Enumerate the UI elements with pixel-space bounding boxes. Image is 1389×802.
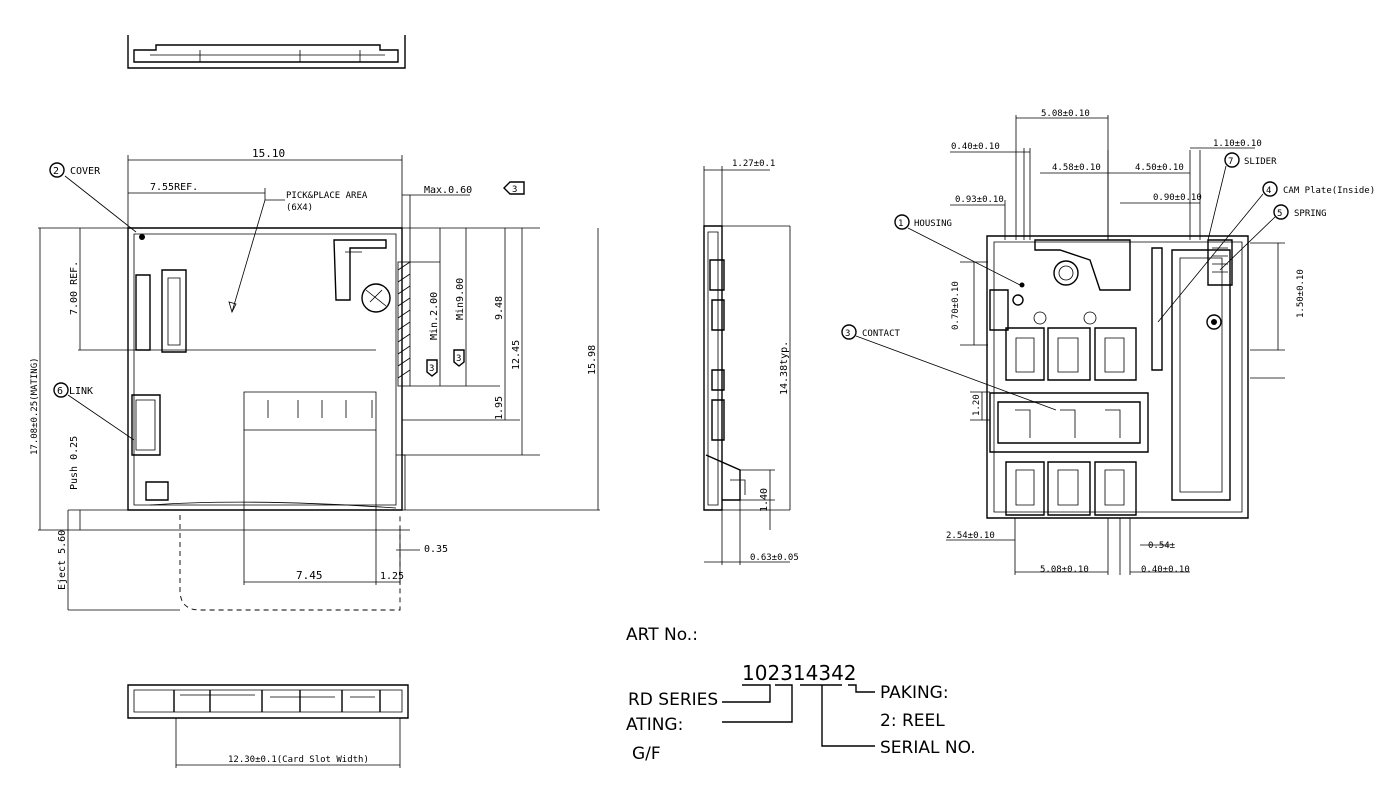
- dim-push: Push 0.25: [69, 436, 80, 490]
- dim-195: 1.95: [494, 396, 505, 420]
- flag-3: 3: [456, 354, 461, 364]
- cam-num: 4: [1266, 186, 1271, 196]
- dim-eject: Eject 5.60: [57, 530, 68, 590]
- dim-1598: 15.98: [587, 345, 598, 375]
- dim-040-top: 0.40±0.10: [951, 142, 1000, 152]
- pick-place-sub: (6X4): [286, 203, 313, 213]
- spring-num: 5: [1277, 209, 1282, 219]
- dim-090: 0.90±0.10: [1153, 193, 1202, 203]
- packing-label: PAKING:: [880, 683, 949, 703]
- dim-120: 1.20: [972, 394, 982, 416]
- right-bottom-view-labels: 5.08±0.10 0.40±0.10 1.10±0.10 4.58±0.10 …: [841, 109, 1375, 575]
- dim-1245: 12.45: [511, 340, 522, 370]
- top-profile-view: [127, 35, 406, 69]
- slider-label: SLIDER: [1244, 157, 1277, 167]
- dim-040-bot: 0.40±0.10: [1141, 565, 1190, 575]
- dim-093: 0.93±0.10: [955, 195, 1004, 205]
- dim-054: 0.54±: [1148, 541, 1176, 551]
- plating-label: ATING:: [626, 715, 683, 735]
- dim-max-height: Max.0.60: [424, 185, 472, 196]
- cover-num: 2: [53, 166, 59, 177]
- serial-label: SERIAL NO.: [880, 738, 976, 758]
- housing-num: 1: [898, 219, 903, 229]
- dim-254: 2.54±0.10: [946, 531, 995, 541]
- dim-110: 1.10±0.10: [1213, 139, 1262, 149]
- cam-label: CAM Plate(Inside): [1283, 186, 1375, 196]
- dim-745: 7.45: [296, 569, 323, 582]
- link-label: LINK: [69, 386, 93, 397]
- dim-508-bot: 5.08±0.10: [1040, 565, 1089, 575]
- slider-num: 7: [1228, 157, 1233, 167]
- right-bottom-view: [946, 115, 1285, 575]
- dim-948: 9.48: [494, 296, 505, 320]
- side-view-labels: 1.27±0.1 14.38typ. 1.40 0.63±0.05: [732, 159, 799, 563]
- dim-150: 1.50±0.10: [1296, 269, 1306, 318]
- dim-slot-width: 12.30±0.1(Card Slot Width): [228, 755, 369, 765]
- dim-mating: 17.08±0.25(MATING): [30, 357, 40, 455]
- dim-508-top: 5.08±0.10: [1041, 109, 1090, 119]
- packing-value: 2: REEL: [880, 711, 945, 731]
- dim-min-2: Min.2.00: [429, 292, 440, 340]
- flag-3: 3: [512, 185, 517, 195]
- main-top-view: [38, 155, 600, 611]
- pick-place-label: PICK&PLACE AREA: [286, 191, 368, 201]
- dim-070: 0.70±0.10: [951, 281, 961, 330]
- dim-450: 4.50±0.10: [1135, 163, 1184, 173]
- dim-127: 1.27±0.1: [732, 159, 775, 169]
- callout-circle: [53, 382, 69, 398]
- dim-ref-7: 7.00 REF.: [69, 261, 80, 315]
- art-number: 102314342: [742, 661, 857, 685]
- housing-label: HOUSING: [914, 219, 952, 229]
- main-top-view-labels: 2 COVER 6 LINK 15.10 7.55REF. PICK&PLACE…: [30, 147, 598, 590]
- dim-min-9: Min9.00: [455, 278, 466, 320]
- dim-width: 15.10: [252, 147, 285, 160]
- dim-1438: 14.38typ.: [779, 341, 790, 395]
- link-num: 6: [57, 386, 63, 397]
- side-view: [703, 166, 791, 565]
- art-number-block: ART No.: 102314342 RD SERIES ATING: G/F …: [626, 625, 976, 764]
- spring-label: SPRING: [1294, 209, 1327, 219]
- art-label: ART No.:: [626, 625, 698, 645]
- dim-125: 1.25: [380, 571, 404, 582]
- dim-140: 1.40: [759, 488, 770, 512]
- rd-series: RD SERIES: [628, 690, 718, 710]
- contact-num: 3: [845, 329, 850, 339]
- dim-035: 0.35: [424, 544, 448, 555]
- flag-3: 3: [429, 364, 434, 374]
- dim-458: 4.58±0.10: [1052, 163, 1101, 173]
- dim-063: 0.63±0.05: [750, 553, 799, 563]
- callout-circle: [49, 162, 65, 178]
- bottom-profile-view: [127, 684, 409, 768]
- plating-value: G/F: [632, 744, 661, 764]
- dim-ref-width: 7.55REF.: [150, 182, 198, 193]
- contact-label: CONTACT: [862, 329, 901, 339]
- cover-label: COVER: [70, 166, 101, 177]
